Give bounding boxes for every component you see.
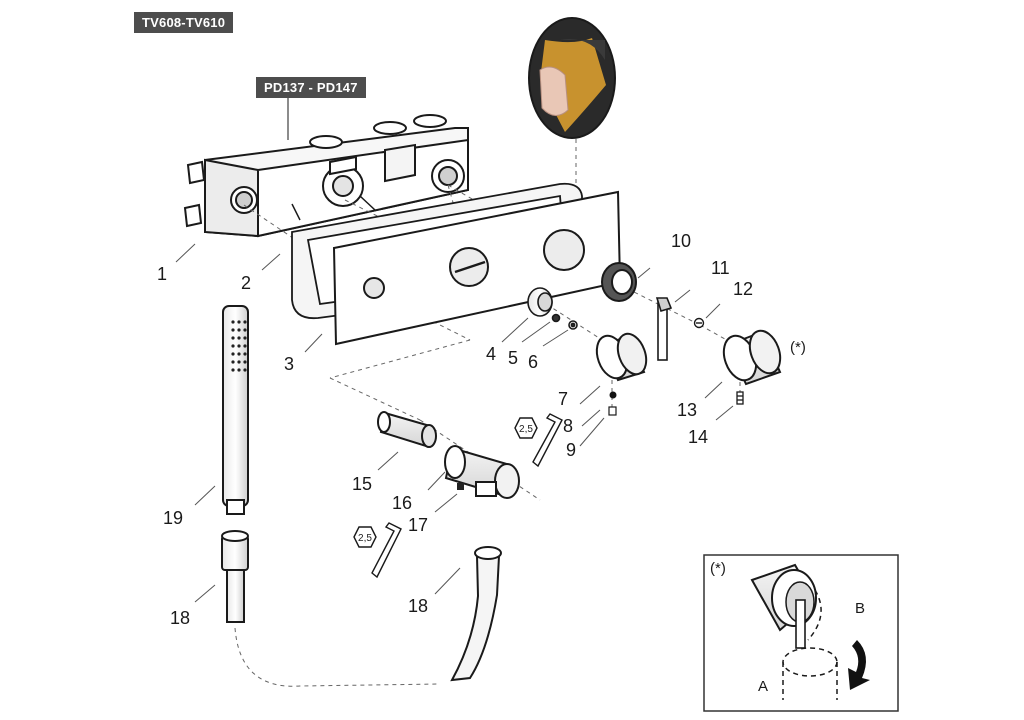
part-number-19: 19 — [163, 508, 184, 528]
lever-knob — [722, 329, 782, 386]
set-screw — [693, 317, 705, 329]
part-number-15: 15 — [352, 474, 373, 494]
hex-key-upper: 2,5 — [514, 413, 563, 468]
part-number-7: 7 — [558, 389, 569, 409]
protective-film-inset — [528, 17, 616, 139]
shower-outlet — [444, 445, 520, 499]
retaining-screw — [736, 391, 744, 405]
part-number-17: 17 — [408, 515, 429, 535]
leader-lines — [175, 243, 734, 603]
part-number-14: 14 — [688, 427, 709, 447]
part-number-18-left: 18 — [170, 608, 191, 628]
part-number-3: 3 — [284, 354, 295, 374]
box-code-tag: PD137 - PD147 — [256, 77, 366, 98]
lever-spindle — [655, 297, 673, 361]
control-knob — [595, 332, 648, 382]
part-number-5: 5 — [508, 348, 519, 368]
bezel-ring — [601, 262, 637, 302]
wall-plate — [332, 190, 622, 346]
footnote-marker: (*) — [790, 339, 806, 356]
part-number-18-right: 18 — [408, 596, 429, 616]
part-number-13: 13 — [677, 400, 698, 420]
shower-hose — [450, 546, 502, 682]
part-number-4: 4 — [486, 344, 497, 364]
detail-label-a: A — [758, 678, 769, 695]
part-number-16: 16 — [392, 493, 413, 513]
hose-nut-left — [221, 530, 249, 623]
part-number-2: 2 — [241, 273, 252, 293]
hex-size-label-lower: 2,5 — [358, 533, 372, 544]
part-number-9: 9 — [566, 440, 577, 460]
outlet-grub-screw — [457, 483, 464, 490]
hose-connection-guide — [234, 627, 441, 687]
part-number-11: 11 — [711, 258, 730, 278]
concealed-body-box — [183, 98, 469, 238]
part-number-10: 10 — [671, 231, 692, 251]
part-number-1: 1 — [157, 264, 168, 284]
cartridge-adapter — [527, 287, 578, 330]
outlet-connector — [377, 411, 437, 448]
grub-screw — [609, 391, 617, 399]
part-number-6: 6 — [528, 352, 539, 372]
model-range-tag: TV608-TV610 — [134, 12, 234, 33]
detail-marker: (*) — [710, 560, 726, 577]
detail-inset-box — [703, 554, 899, 712]
part-number-12: 12 — [733, 279, 754, 299]
hex-size-label-upper: 2,5 — [519, 424, 533, 435]
hex-key-lower: 2,5 — [353, 522, 402, 579]
hand-shower — [222, 305, 249, 515]
grub-plug — [608, 406, 617, 416]
part-number-8: 8 — [563, 416, 574, 436]
detail-label-b: B — [855, 600, 866, 617]
